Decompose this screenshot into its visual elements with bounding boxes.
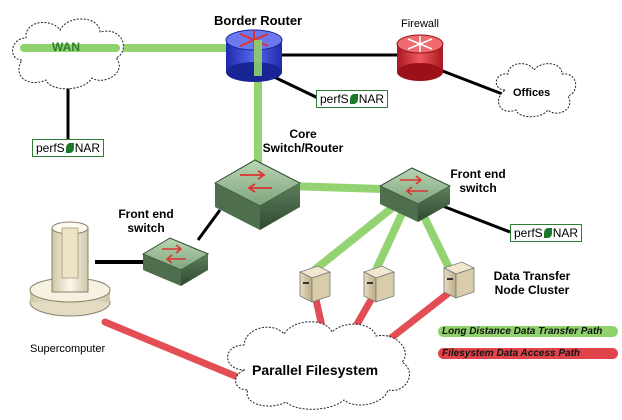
core-switch-label: Core Switch/Router [258,127,348,156]
perfsonar-prefix: perfS [36,141,65,155]
front-end-switch-left-icon [141,237,210,286]
parallel-filesystem-label: Parallel Filesystem [252,362,379,378]
perfsonar-badge-wan: perfS NAR [32,139,105,157]
perfsonar-suffix: NAR [552,226,579,240]
perfsonar-prefix: perfS [320,92,349,106]
front-end-switch-right-line1: Front end [450,167,506,181]
perfsonar-leaf-icon [65,143,74,153]
network-links [66,53,511,264]
front-end-switch-right-line2: switch [459,180,497,195]
front-end-switch-left-label: Front end switch [114,207,178,236]
perfsonar-suffix: NAR [358,92,385,106]
parallel-filesystem-cloud-icon [227,321,410,410]
front-end-switch-left-line2: switch [127,220,165,235]
link-front-end-perfsonar [439,203,511,234]
server-icon-2 [362,265,396,303]
link-border-router-perfsonar [269,73,319,100]
legend-filesystem-path: Filesystem Data Access Path [438,348,618,359]
border-router-icon [225,29,283,82]
core-switch-label-line1: Core [289,127,317,141]
front-end-switch-right-label: Front end switch [446,167,510,196]
supercomputer-icon [29,221,111,317]
perfsonar-badge-border: perfS NAR [316,90,389,108]
perfsonar-prefix: perfS [514,226,543,240]
dtn-cluster-label-line2: Node Cluster [494,282,570,297]
wan-cloud-icon [12,18,124,90]
dtn-cluster-label: Data Transfer Node Cluster [486,269,578,298]
link-firewall-offices [439,68,506,97]
core-switch-label-line2: Switch/Router [262,140,344,155]
supercomputer-label: Supercomputer [30,343,106,355]
wan-label: WAN [52,40,80,54]
firewall-icon [396,34,444,81]
offices-label: Offices [513,87,551,99]
perfsonar-leaf-icon [543,228,552,238]
firewall-label: Firewall [401,18,439,30]
perfsonar-suffix: NAR [74,141,101,155]
dtn-cluster-label-line1: Data Transfer [493,269,571,283]
perfsonar-leaf-icon [349,94,358,104]
link-core-front-end-left [196,209,222,241]
offices-cloud-icon [495,63,577,118]
front-end-switch-left-line1: Front end [118,207,174,221]
legend-long-distance-path: Long Distance Data Transfer Path [438,326,618,337]
perfsonar-badge-front-end: perfS NAR [510,224,583,242]
border-router-label: Border Router [214,13,303,28]
core-switch-icon [213,159,302,230]
front-end-switch-right-icon [378,167,452,222]
server-icon-3 [442,261,476,299]
server-icon-1 [298,265,332,303]
